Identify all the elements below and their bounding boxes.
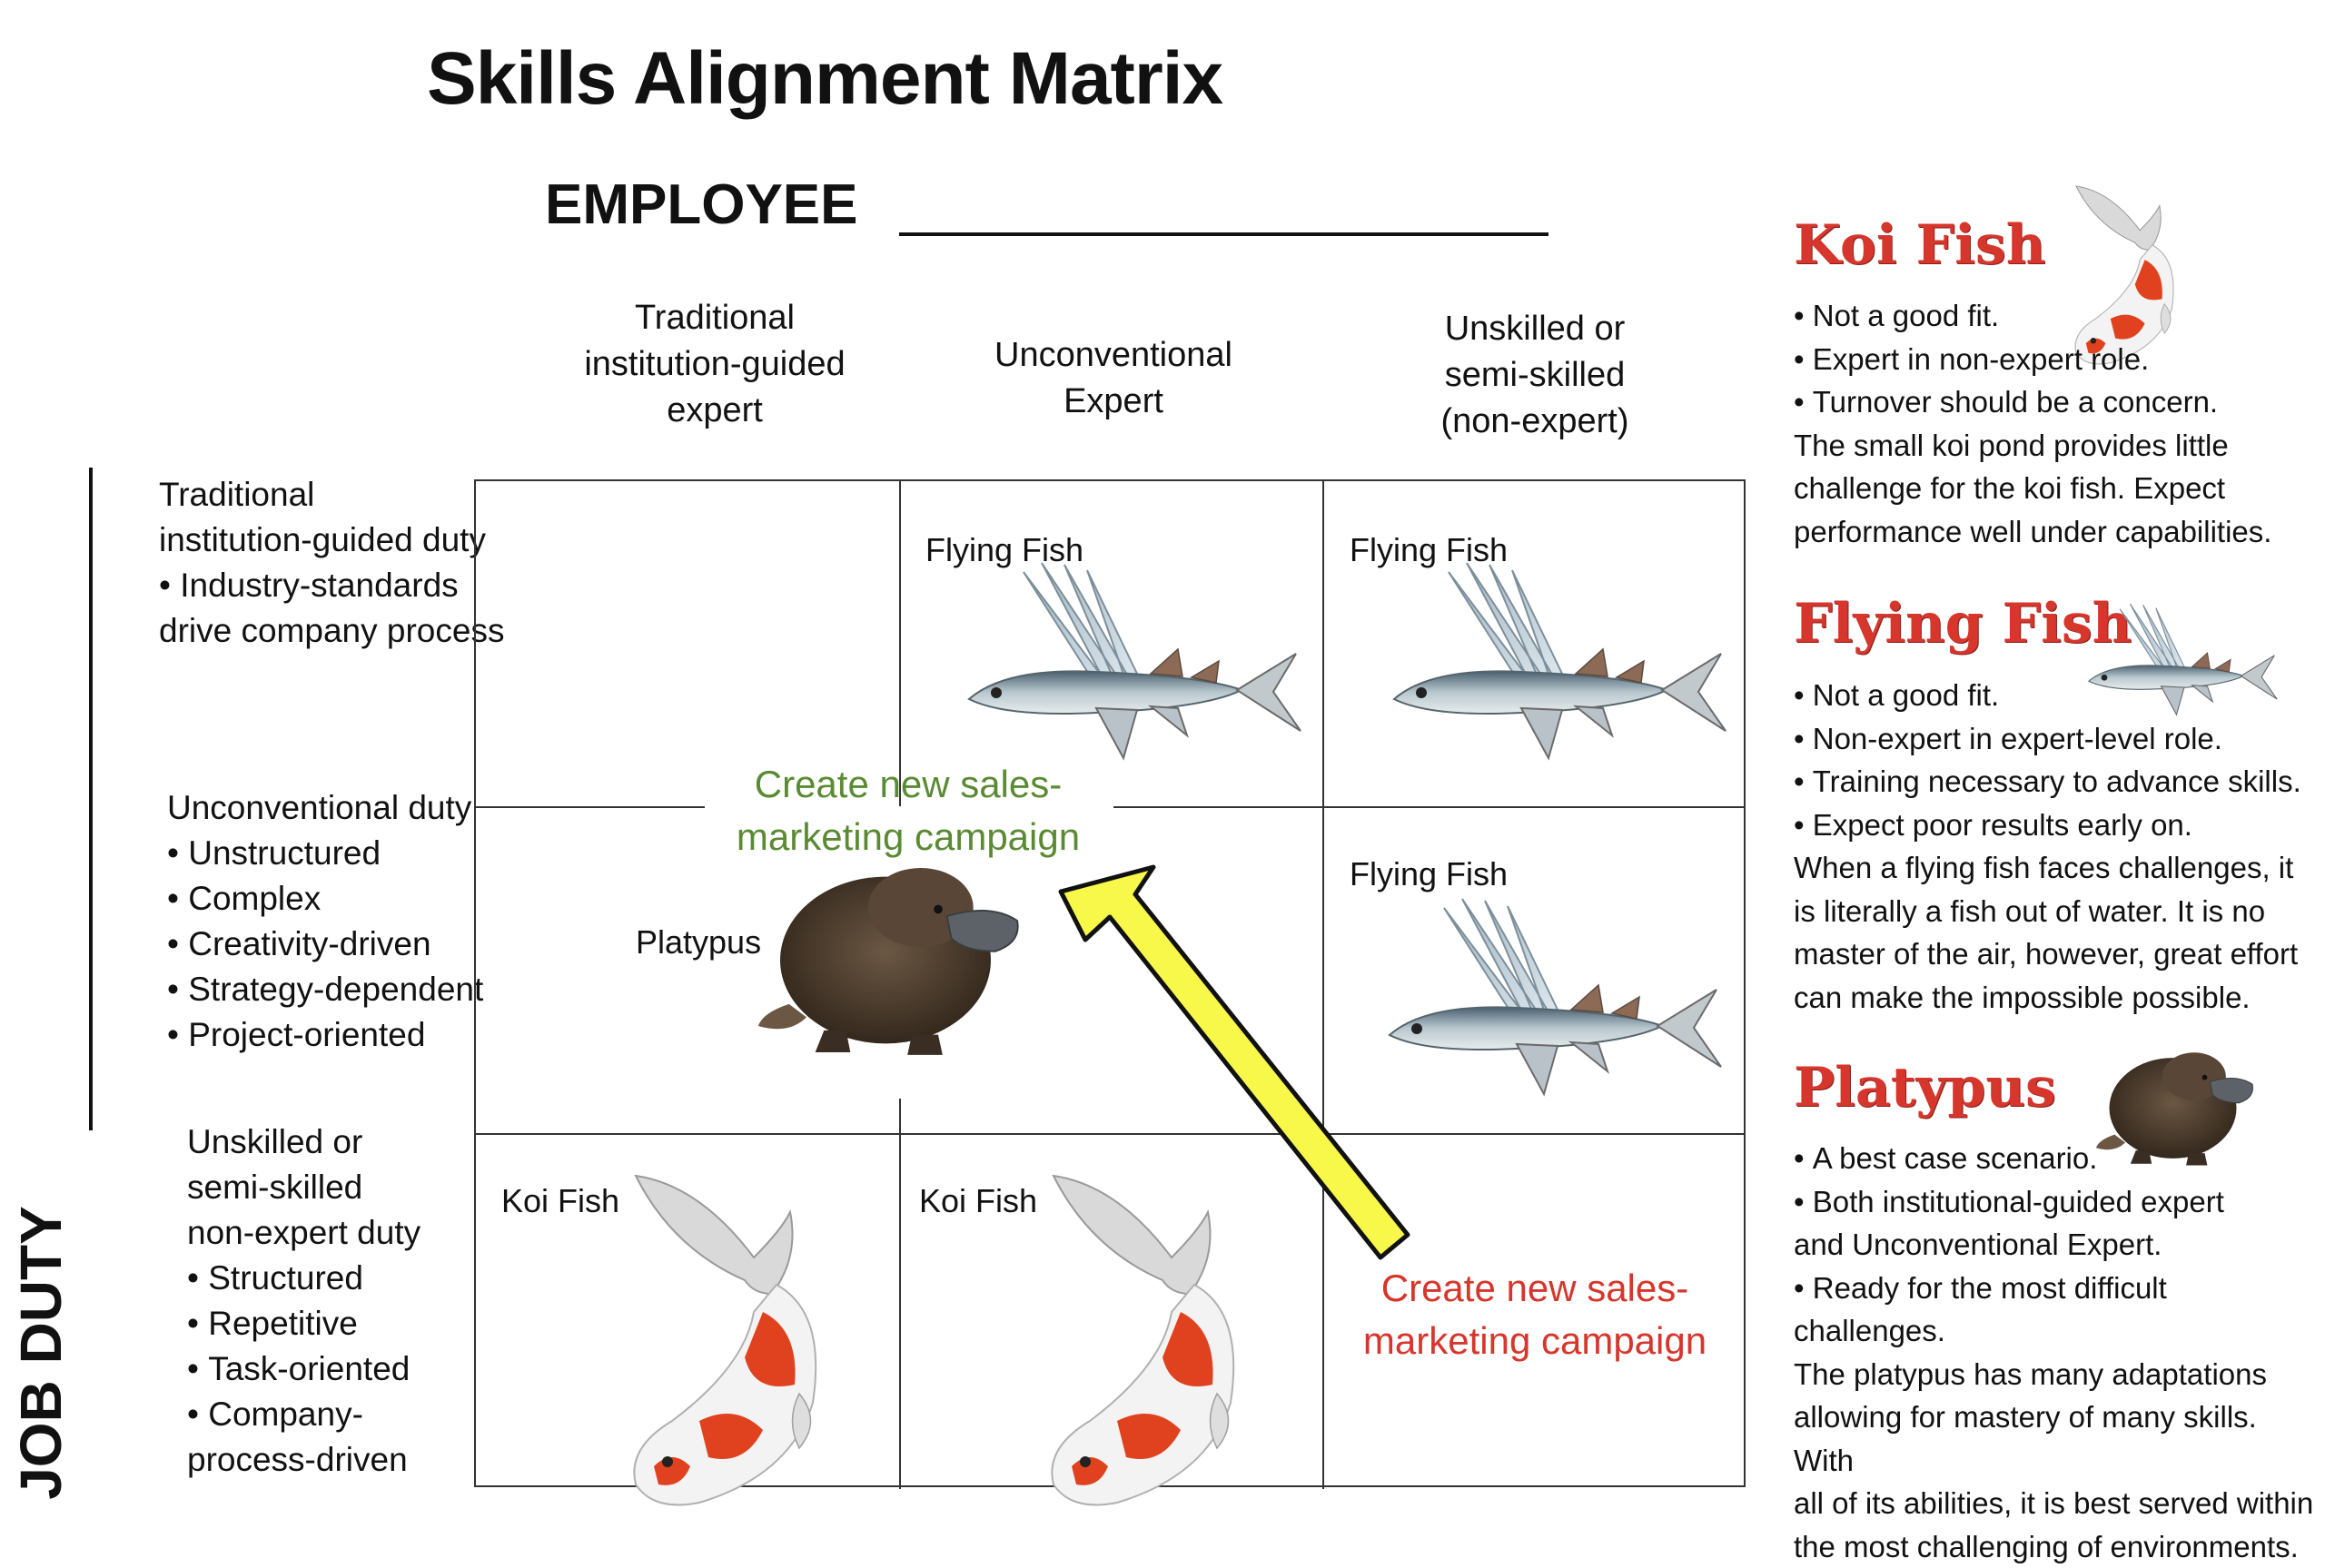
job-duty-label: JOB DUTY [8,1206,74,1500]
legend-text-koi: Not a good fit.Expert in non-expert role… [1794,294,2320,553]
progression-arrow [1058,864,1410,1260]
employee-name-blank [899,232,1548,236]
page-title: Skills Alignment Matrix [427,37,1223,120]
job-duty-blank [89,468,93,1130]
platypus-image-matrix [757,867,1019,1056]
row-header-unconventional: Unconventional duty UnstructuredComplexC… [167,785,483,1058]
legend-title-koi: Koi Fish [1794,213,2046,277]
target-callout: Create new sales-marketing campaign [736,763,1081,858]
cell-label-r2c3: Flying Fish [1350,855,1509,892]
legend-title-platypus: Platypus [1794,1056,2056,1119]
employee-label: EMPLOYEE [545,173,858,236]
matrix-grid: Flying Fish Flying Fish Platypus Flying … [474,479,1746,1489]
legend-text-flying-fish: Not a good fit.Non-expert in expert-leve… [1794,674,2320,1019]
cell-label-r2c1: Platypus [636,923,762,961]
flying-fish-image-r2c3 [1389,898,1722,1095]
cell-label-r3c1: Koi Fish [501,1182,620,1219]
cell-label-r1c2: Flying Fish [925,531,1084,568]
legend-title-flying-fish: Flying Fish [1794,592,2132,656]
koi-fish-image-r3c1 [633,1175,817,1506]
cell-label-r1c3: Flying Fish [1350,531,1509,568]
current-callout: Create new sales-marketing campaign [1362,1267,1707,1362]
cell-label-r3c2: Koi Fish [919,1182,1038,1219]
legend-text-platypus: A best case scenario.Both institutional-… [1794,1137,2320,1568]
flying-fish-image-r1c2 [968,562,1301,759]
flying-fish-image-r1c3 [1393,562,1726,759]
